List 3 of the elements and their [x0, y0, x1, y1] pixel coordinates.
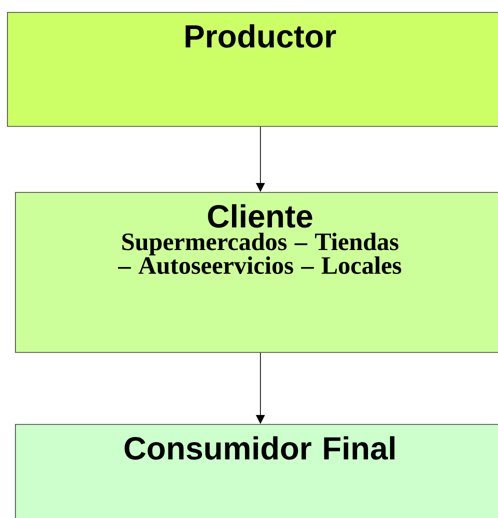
process-box: Cliente Supermercados – Tiendas – Autoseervicios – Locales: [15, 192, 498, 353]
process-box: Productor: [7, 12, 498, 127]
process-box: Consumidor Final: [15, 424, 498, 518]
